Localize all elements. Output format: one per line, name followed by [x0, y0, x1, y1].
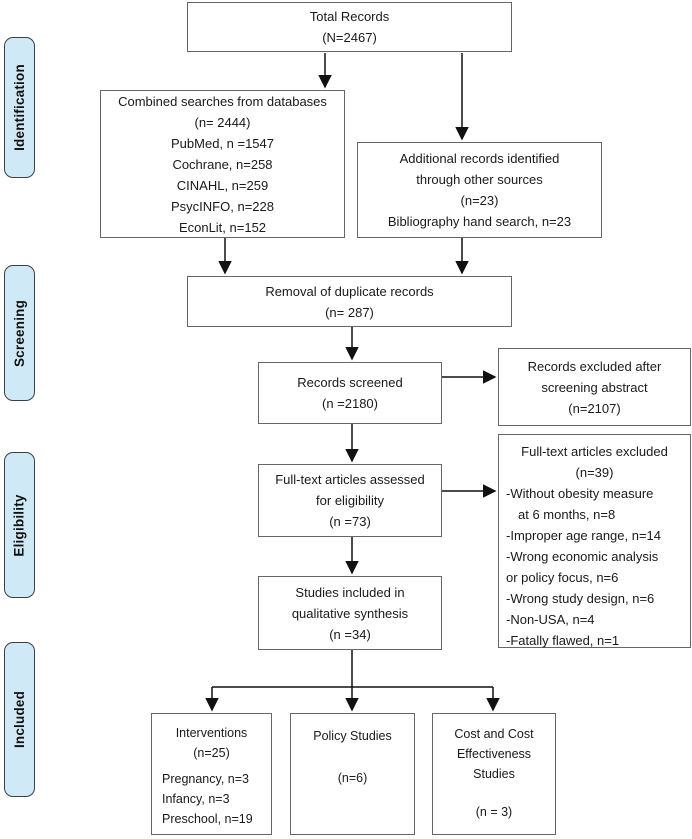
- box-additional-records: Additional records identified through ot…: [357, 142, 602, 238]
- box-line: (n =73): [329, 514, 371, 529]
- box-line: (n=2107): [568, 400, 621, 416]
- box-line: Studies: [473, 767, 515, 781]
- box-line: qualitative synthesis: [291, 605, 409, 621]
- box-line: (n= 287): [325, 304, 374, 320]
- box-line: Additional records identified: [399, 151, 560, 166]
- stage-identification: Identification: [4, 37, 35, 178]
- box-line: Combined searches from databases: [118, 93, 327, 109]
- stage-screening: Screening: [4, 265, 35, 401]
- box-line: (n =2180): [321, 396, 378, 411]
- box-line: EconLit, n=152: [178, 219, 267, 235]
- intervention-item: Pregnancy, n=3: [162, 772, 249, 786]
- box-line: (n=39): [575, 465, 614, 480]
- box-line: for eligibility: [316, 493, 384, 508]
- box-line: Studies included in: [295, 584, 405, 600]
- stage-included-label: Included: [12, 690, 28, 749]
- box-line: (n = 3): [475, 805, 513, 819]
- box-line: (n= 2444): [194, 114, 251, 130]
- box-line: Full-text articles excluded: [521, 444, 668, 459]
- box-line: Removal of duplicate records: [265, 283, 434, 299]
- box-line: PubMed, n =1547: [171, 135, 274, 151]
- exclusion-reason: -Fatally flawed, n=1: [506, 633, 620, 648]
- exclusion-reason-list: -Without obesity measure at 6 months, n=…: [499, 483, 690, 651]
- box-line: Bibliography hand search, n=23: [387, 214, 572, 229]
- intervention-item: Infancy, n=3: [162, 792, 230, 806]
- box-policy-studies: Policy Studies (n=6): [290, 713, 415, 835]
- box-combined-searches: Combined searches from databases (n= 244…: [100, 90, 345, 238]
- box-line: CINAHL, n=259: [176, 177, 269, 193]
- box-cost-studies: Cost and Cost Effectiveness Studies (n =…: [432, 713, 556, 835]
- box-records-excluded: Records excluded after screening abstrac…: [498, 348, 691, 426]
- box-line: screening abstract: [541, 379, 648, 395]
- stage-included: Included: [4, 642, 35, 797]
- box-line: through other sources: [416, 172, 543, 187]
- exclusion-reason: -Wrong economic analysis: [506, 549, 659, 564]
- stage-screening-label: Screening: [12, 299, 28, 367]
- box-line: Interventions: [175, 726, 248, 740]
- interventions-list: Pregnancy, n=3 Infancy, n=3 Preschool, n…: [152, 769, 271, 829]
- stage-eligibility: Eligibility: [4, 452, 35, 598]
- box-line: Policy Studies: [313, 729, 392, 743]
- box-interventions: Interventions (n=25) Pregnancy, n=3 Infa…: [151, 713, 272, 835]
- box-line: Records screened: [297, 375, 403, 390]
- stage-identification-label: Identification: [12, 64, 27, 151]
- intervention-item: Preschool, n=19: [162, 812, 253, 826]
- box-line: Total Records: [309, 9, 390, 24]
- box-studies-included: Studies included in qualitative synthesi…: [258, 576, 442, 650]
- box-line: Full-text articles assessed: [275, 472, 425, 487]
- box-fulltext-assessed: Full-text articles assessed for eligibil…: [258, 464, 442, 537]
- exclusion-reason: -Wrong study design, n=6: [506, 591, 655, 606]
- exclusion-reason: -Improper age range, n=14: [506, 528, 662, 543]
- box-records-screened: Records screened (n =2180): [258, 362, 442, 424]
- box-total-records: Total Records (N=2467): [187, 2, 512, 52]
- box-line: Effectiveness: [456, 747, 532, 761]
- box-line: (n=23): [460, 193, 499, 208]
- stage-eligibility-label: Eligibility: [12, 493, 27, 557]
- box-line: (N=2467): [322, 30, 377, 45]
- exclusion-reason: or policy focus, n=6: [506, 570, 619, 585]
- exclusion-reason: -Non-USA, n=4: [506, 612, 595, 627]
- exclusion-reason: -Without obesity measure: [506, 486, 654, 501]
- box-removal-duplicates: Removal of duplicate records (n= 287): [187, 276, 512, 327]
- exclusion-reason: at 6 months, n=8: [518, 507, 616, 522]
- box-line: Cost and Cost: [454, 727, 534, 741]
- box-line: Cochrane, n=258: [172, 156, 273, 172]
- box-line: (n=25): [193, 746, 230, 760]
- box-fulltext-excluded: Full-text articles excluded (n=39) -With…: [498, 434, 691, 648]
- box-line: PsycINFO, n=228: [171, 198, 274, 214]
- box-line: Records excluded after: [527, 358, 662, 374]
- box-line: (n =34): [329, 626, 371, 642]
- box-line: (n=6): [337, 771, 368, 785]
